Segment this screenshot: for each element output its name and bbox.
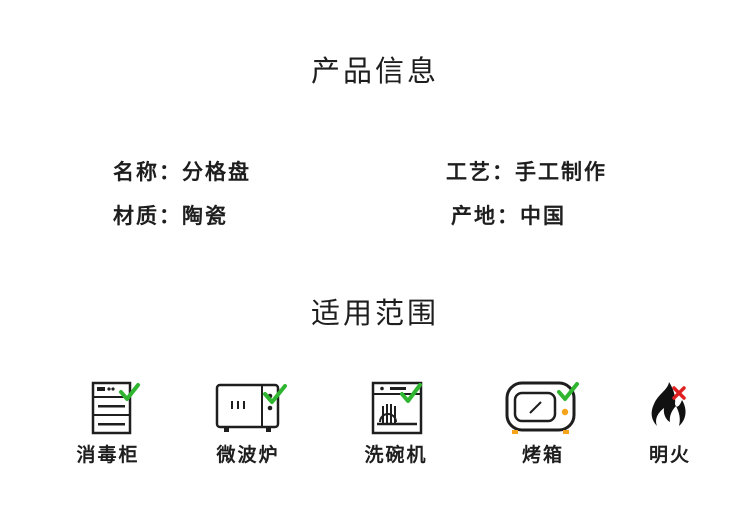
- check-icon: [557, 382, 579, 401]
- product-craft: 工艺：手工制作: [446, 160, 607, 184]
- open-flame-icon: [624, 380, 714, 436]
- dishwasher-icon: [352, 380, 442, 436]
- usage-title: 适用范围: [310, 296, 439, 330]
- check-icon: [263, 384, 287, 404]
- oven-icon: [497, 380, 587, 436]
- usage-label-dishwasher: 洗碗机: [364, 444, 428, 466]
- usage-label-flame: 明火: [648, 444, 691, 466]
- product-name: 名称：分格盘: [113, 160, 251, 184]
- usage-label-oven: 烤箱: [521, 444, 564, 466]
- sterilizer-cabinet-icon: [66, 380, 156, 436]
- cross-icon: [672, 386, 686, 400]
- product-material: 材质：陶瓷: [113, 204, 228, 228]
- usage-label-microwave: 微波炉: [216, 444, 280, 466]
- product-info-title: 产品信息: [310, 54, 439, 88]
- usage-label-sterilizer: 消毒柜: [76, 444, 140, 466]
- check-icon: [400, 383, 422, 403]
- check-icon: [119, 383, 140, 401]
- microwave-icon: [202, 380, 292, 436]
- product-origin: 产地：中国: [451, 204, 566, 228]
